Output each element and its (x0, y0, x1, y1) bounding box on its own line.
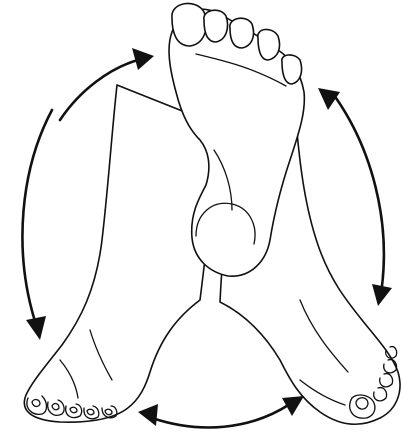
left-arrow (22, 110, 52, 318)
raised-toe-2 (204, 10, 228, 42)
right-arrowhead (372, 284, 392, 306)
bottom-arrow (152, 404, 290, 427)
left-leg-outline (24, 85, 212, 422)
right-arrow (336, 98, 384, 286)
bottom-arrowhead-left (138, 404, 158, 426)
left-arrowhead (26, 316, 46, 340)
left-leg (24, 85, 212, 422)
raised-toe-3 (230, 18, 254, 48)
top-left-arrowhead (132, 48, 154, 70)
raised-toe-4 (258, 29, 280, 60)
raised-toe-big (172, 3, 206, 46)
raised-toe-5 (282, 55, 302, 84)
